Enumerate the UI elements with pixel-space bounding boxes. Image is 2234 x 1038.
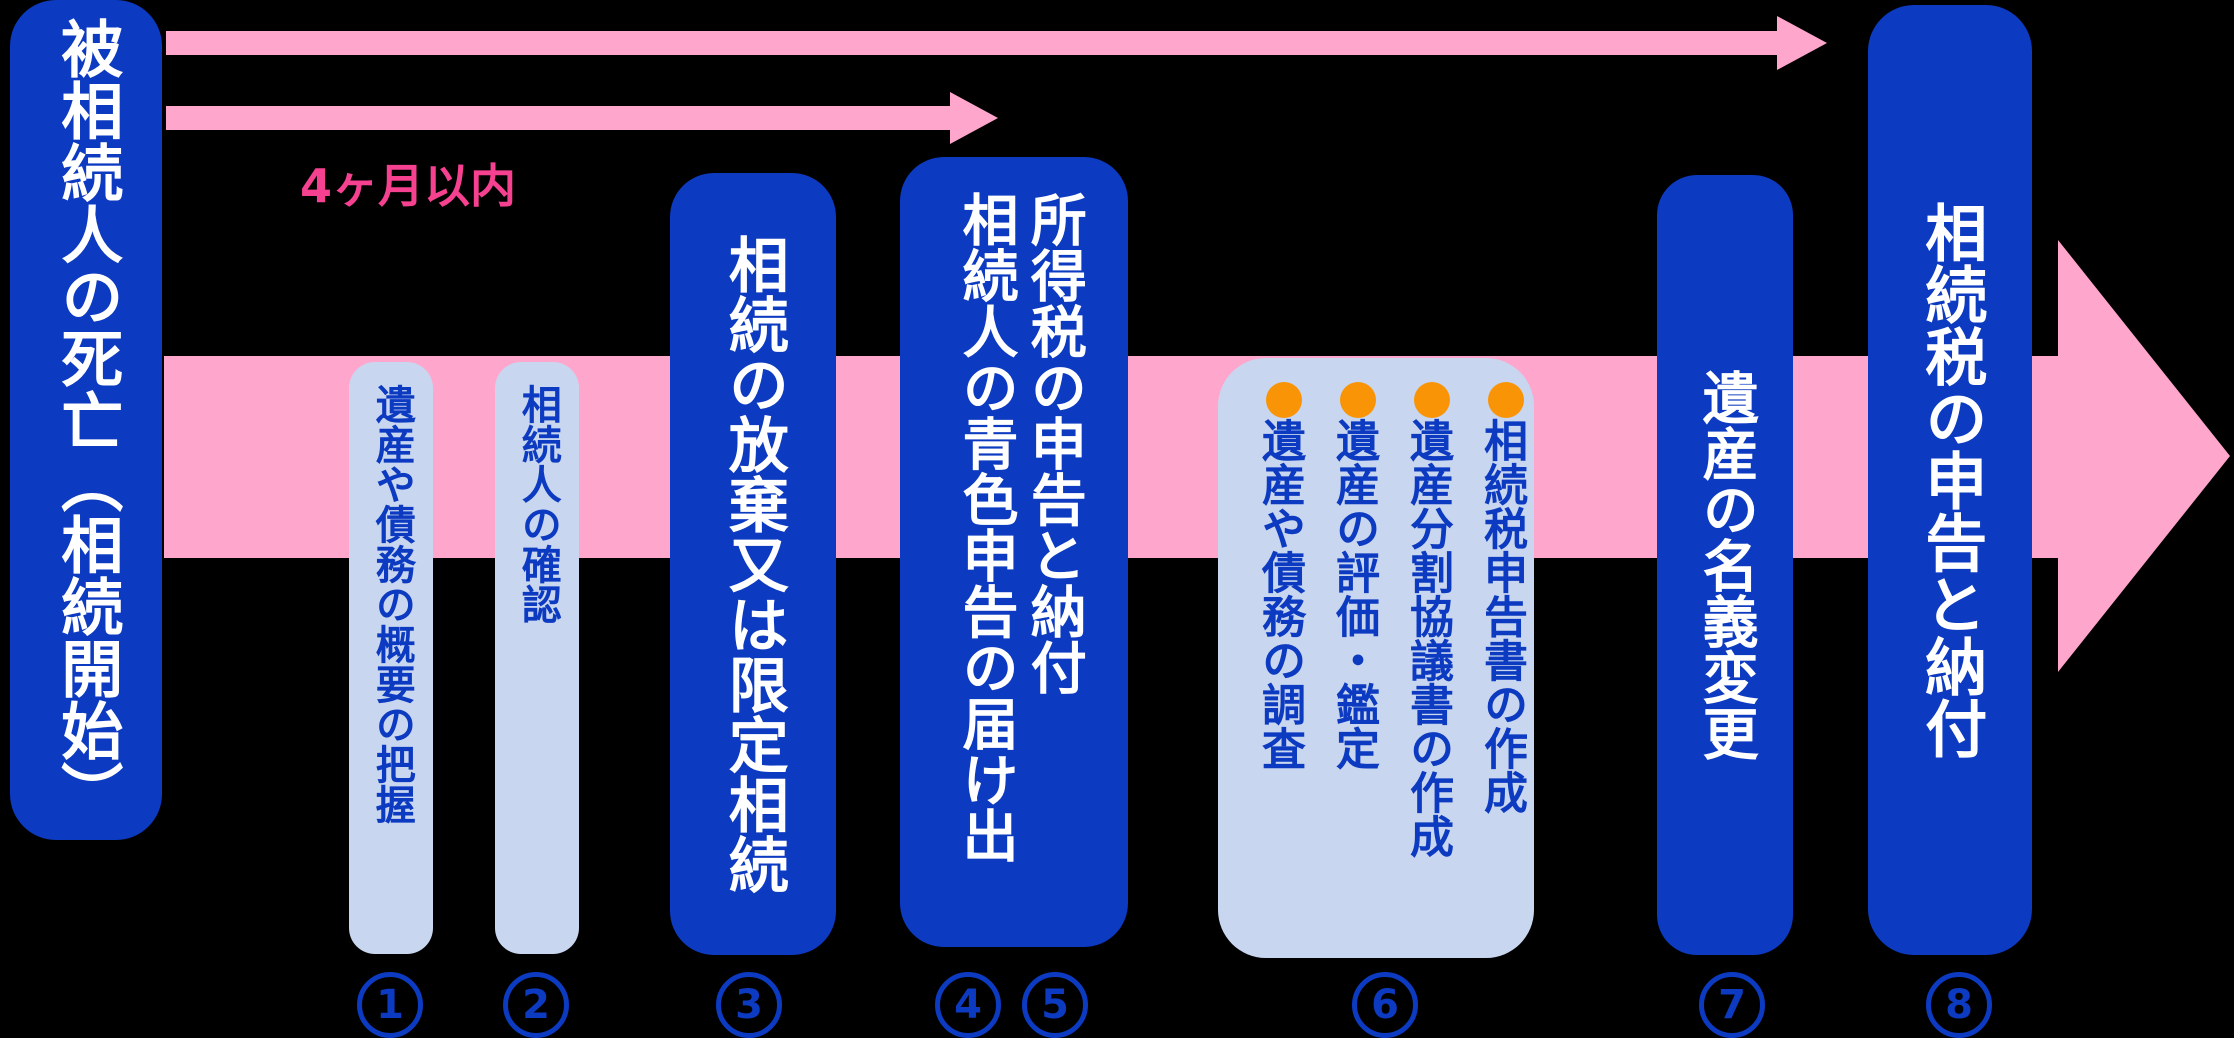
orange-dot-icon [1414, 382, 1450, 418]
step6-task: 遺産分割協議書の作成 [1402, 382, 1453, 934]
step8-number-badge: 8 [1926, 972, 1992, 1038]
step6-task-list: 相続税申告書の作成 遺産分割協議書の作成 遺産の評価・鑑定 遺産や債務の調査 [1228, 382, 1527, 934]
step6-task: 遺産の評価・鑑定 [1328, 382, 1379, 934]
step4-5-columns: 所得税の申告と納付 相続人の青色申告の届け出 [946, 157, 1087, 947]
step6-number-badge: 6 [1352, 972, 1418, 1038]
step8-bar: 相続税の申告と納付 [1868, 5, 2032, 955]
step3-bar: 相続の放棄又は限定相続 [670, 173, 836, 955]
step4-5-bar: 所得税の申告と納付 相続人の青色申告の届け出 [900, 157, 1128, 947]
orange-dot-icon [1266, 382, 1302, 418]
step7-bar: 遺産の名義変更 [1657, 175, 1793, 955]
step7-label: 遺産の名義変更 [1693, 369, 1759, 761]
step6-task-label: 遺産分割協議書の作成 [1402, 418, 1453, 858]
orange-dot-icon [1488, 382, 1524, 418]
start-event-bar: 被相続人の死亡（相続開始） [10, 0, 162, 840]
orange-dot-icon [1340, 382, 1376, 418]
step6-task: 遺産や債務の調査 [1254, 382, 1305, 934]
step1-label: 遺産や債務の概要の把握 [368, 384, 415, 824]
step7-number-badge: 7 [1699, 972, 1765, 1038]
deadline-arrow-long-shaft [166, 31, 1777, 55]
step2-number-badge: 2 [503, 972, 569, 1038]
step3-label: 相続の放棄又は限定相続 [718, 234, 789, 894]
step8-label: 相続税の申告と納付 [1914, 201, 1988, 759]
step6-task-label: 相続税申告書の作成 [1476, 418, 1527, 814]
step1-number-badge: 1 [357, 972, 423, 1038]
four-months-deadline-label: 4ヶ月以内 [300, 159, 517, 213]
step4-label: 所得税の申告と納付 [1021, 191, 1087, 695]
step4-number-badge: 4 [935, 972, 1001, 1038]
step1-bar: 遺産や債務の概要の把握 [349, 362, 433, 954]
step6-box: 相続税申告書の作成 遺産分割協議書の作成 遺産の評価・鑑定 遺産や債務の調査 [1218, 358, 1534, 958]
step5-number-badge: 5 [1022, 972, 1088, 1038]
deadline-arrow-long-head-icon [1777, 16, 1827, 70]
step6-task: 相続税申告書の作成 [1476, 382, 1527, 934]
timeline-arrowhead-icon [2058, 240, 2230, 672]
deadline-arrow-4months-shaft [166, 106, 950, 130]
deadline-arrow-4months-head-icon [950, 92, 998, 144]
step5-label: 相続人の青色申告の届け出 [953, 191, 1018, 863]
step3-number-badge: 3 [716, 972, 782, 1038]
step6-task-label: 遺産の評価・鑑定 [1328, 418, 1379, 770]
step6-task-label: 遺産や債務の調査 [1254, 418, 1305, 770]
step2-label: 相続人の確認 [514, 384, 561, 624]
start-event-label: 被相続人の死亡（相続開始） [50, 17, 124, 823]
step2-bar: 相続人の確認 [495, 362, 579, 954]
